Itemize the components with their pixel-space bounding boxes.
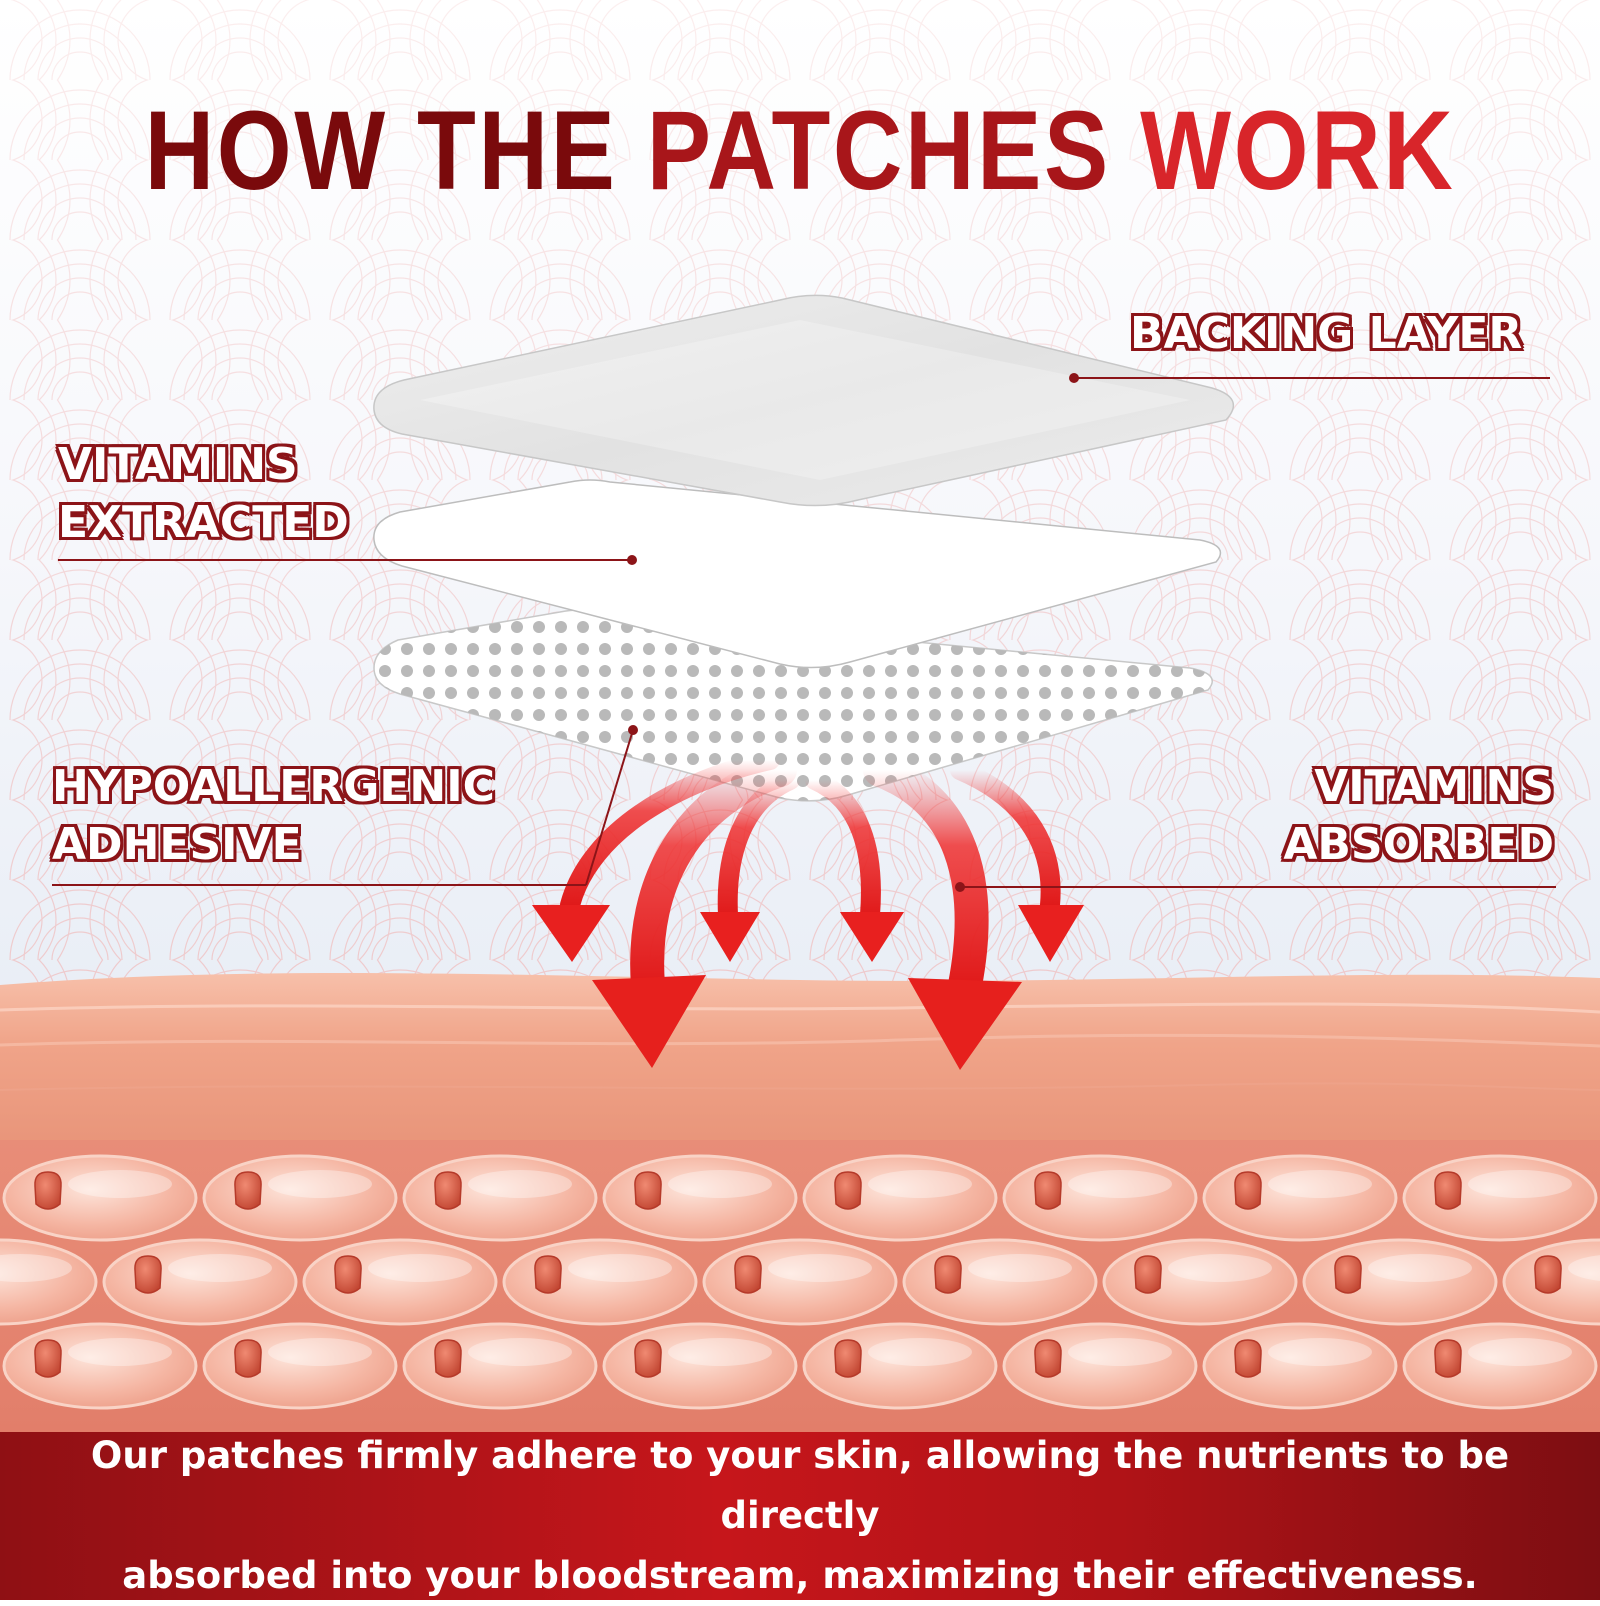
skin-cell-highlight (1468, 1338, 1572, 1366)
skin-cell (1002, 1154, 1198, 1242)
vitamins-extracted-label: VITAMINS EXTRACTED (58, 436, 349, 552)
skin-cell (602, 1154, 798, 1242)
title-part-1: HOW THE (144, 88, 647, 213)
skin-cell (702, 1238, 898, 1326)
skin-cell-highlight (868, 1170, 972, 1198)
cell-nucleus (34, 1339, 62, 1378)
cell-nucleus (1034, 1171, 1062, 1210)
skin-cell-highlight (668, 1170, 772, 1198)
skin-cell (202, 1322, 398, 1410)
skin-cell (1202, 1154, 1398, 1242)
skin-cell-highlight (1268, 1170, 1372, 1198)
backing-layer-label: BACKING LAYER (1130, 305, 1522, 363)
footer-description: Our patches firmly adhere to your skin, … (40, 1426, 1560, 1606)
skin-cell-highlight (0, 1254, 72, 1282)
skin-cell-highlight (968, 1254, 1072, 1282)
cell-nucleus (734, 1255, 762, 1294)
skin-cell-highlight (1268, 1338, 1372, 1366)
skin-cell-highlight (368, 1254, 472, 1282)
skin-cell (1002, 1322, 1198, 1410)
cell-nucleus (534, 1255, 562, 1294)
backing-layer-text: BACKING LAYER (1130, 308, 1523, 359)
title-part-3: WORK (1140, 88, 1456, 213)
skin-cell (502, 1238, 698, 1326)
skin-cell (2, 1154, 198, 1242)
vitamins-absorbed-line-2: ABSORBED (1283, 819, 1554, 870)
cell-nucleus (234, 1339, 262, 1378)
skin-cell-highlight (668, 1338, 772, 1366)
leader-lines (52, 377, 1556, 888)
skin-cell (1102, 1238, 1298, 1326)
cell-nucleus (934, 1255, 962, 1294)
skin-cell (102, 1238, 298, 1326)
cell-nucleus (34, 1171, 62, 1210)
skin-cell (602, 1322, 798, 1410)
cell-nucleus (1234, 1339, 1262, 1378)
skin-cell-highlight (1168, 1254, 1272, 1282)
skin-cell (402, 1322, 598, 1410)
cell-nucleus (1034, 1339, 1062, 1378)
cell-nucleus (1334, 1255, 1362, 1294)
absorption-arrows (532, 750, 1084, 1070)
film-layer-illustration (373, 479, 1222, 669)
skin-cell (1202, 1322, 1398, 1410)
cell-nucleus (234, 1171, 262, 1210)
skin-cell (1402, 1154, 1598, 1242)
cell-nucleus (334, 1255, 362, 1294)
skin-cell-highlight (268, 1170, 372, 1198)
cell-nucleus (1534, 1255, 1562, 1294)
skin-cell-highlight (468, 1338, 572, 1366)
hypoallergenic-adhesive-line-1: HYPOALLERGENIC (52, 761, 495, 812)
hypoallergenic-adhesive-label: HYPOALLERGENIC ADHESIVE (52, 758, 495, 874)
cell-nucleus (1434, 1171, 1462, 1210)
skin-cell (902, 1238, 1098, 1326)
vitamins-absorbed-label: VITAMINS ABSORBED (1283, 758, 1554, 874)
skin-cell (202, 1154, 398, 1242)
backing-layer-illustration (373, 294, 1235, 507)
skin-cell-highlight (68, 1338, 172, 1366)
cell-nucleus (434, 1171, 462, 1210)
skin-cell-highlight (268, 1338, 372, 1366)
footer-line-2: absorbed into your bloodstream, maximizi… (122, 1554, 1478, 1597)
skin-cell-highlight (168, 1254, 272, 1282)
skin-cell (1402, 1322, 1598, 1410)
skin-cell-highlight (1068, 1338, 1172, 1366)
skin-cell-highlight (1368, 1254, 1472, 1282)
skin-cell-highlight (568, 1254, 672, 1282)
footer-line-1: Our patches firmly adhere to your skin, … (90, 1434, 1510, 1537)
skin-cell-highlight (1468, 1170, 1572, 1198)
cell-nucleus (634, 1339, 662, 1378)
vitamins-extracted-line-1: VITAMINS (58, 439, 298, 490)
skin-cell-highlight (1568, 1255, 1600, 1281)
skin-cell-highlight (768, 1254, 872, 1282)
title-part-2: PATCHES (646, 88, 1141, 213)
hypoallergenic-adhesive-line-2: ADHESIVE (52, 819, 302, 870)
page-title: HOW THE PATCHES WORK (112, 95, 1488, 207)
skin-cell-highlight (68, 1170, 172, 1198)
skin-cell-highlight (1068, 1170, 1172, 1198)
vitamins-extracted-line-2: EXTRACTED (58, 497, 349, 548)
cell-nucleus (1234, 1171, 1262, 1210)
skin-cell (802, 1322, 998, 1410)
skin-cell (2, 1322, 198, 1410)
skin-cell-highlight (868, 1338, 972, 1366)
skin-cell (302, 1238, 498, 1326)
skin-cell (0, 1238, 98, 1326)
vitamins-absorbed-line-1: VITAMINS (1314, 761, 1554, 812)
cell-nucleus (834, 1171, 862, 1210)
cell-nucleus (434, 1339, 462, 1378)
skin-cell (802, 1154, 998, 1242)
cell-nucleus (634, 1171, 662, 1210)
footer-banner: Our patches firmly adhere to your skin, … (0, 1432, 1600, 1600)
cell-nucleus (834, 1339, 862, 1378)
skin-cell (402, 1154, 598, 1242)
skin-cell (1302, 1238, 1498, 1326)
cell-nucleus (1134, 1255, 1162, 1294)
skin-cell-highlight (468, 1170, 572, 1198)
cell-nucleus (1434, 1339, 1462, 1378)
cell-nucleus (134, 1255, 162, 1294)
